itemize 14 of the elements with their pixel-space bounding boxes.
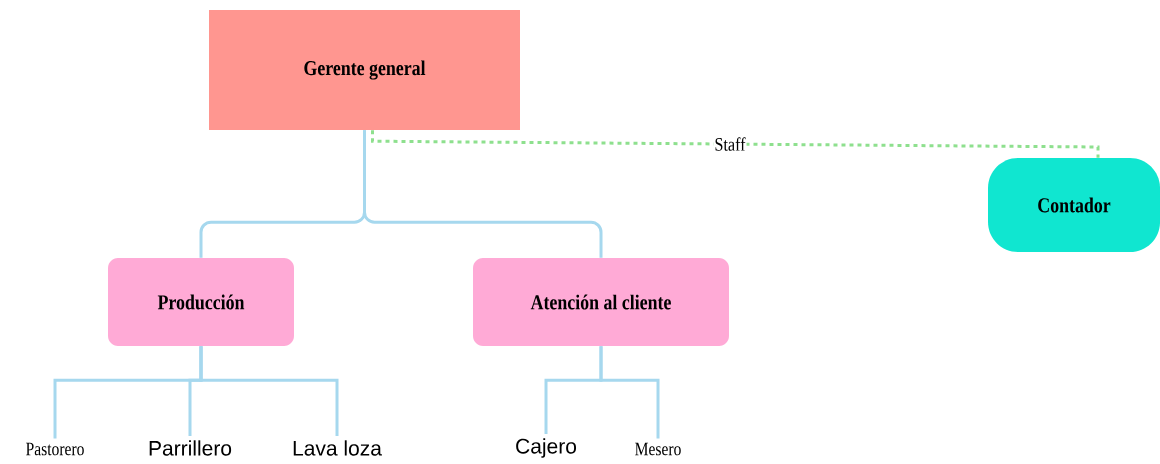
connector-line — [199, 346, 339, 437]
department-box: Producción — [108, 258, 294, 346]
position-label: Parrillero — [149, 440, 232, 456]
staff-box: Contador — [988, 158, 1160, 252]
edge-label: Staff — [713, 136, 747, 152]
position-label: Pastorero — [26, 442, 84, 456]
connector-line — [599, 346, 660, 439]
connector-line — [371, 130, 1100, 158]
position-label: Lava loza — [293, 440, 382, 456]
manager-box: Gerente general — [209, 10, 520, 130]
position-label: Mesero — [635, 442, 681, 456]
position-label: Cajero — [516, 438, 577, 458]
department-box: Atención al cliente — [473, 258, 729, 346]
connector-line — [363, 130, 603, 258]
